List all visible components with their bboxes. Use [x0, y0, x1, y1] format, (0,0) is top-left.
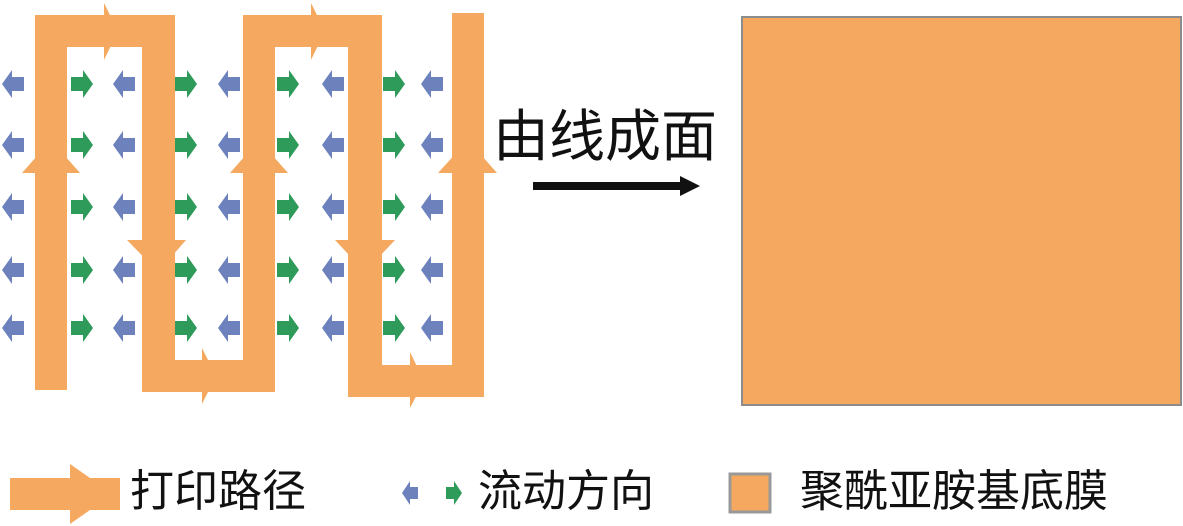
print-path-arrowhead	[230, 140, 288, 173]
transform-arrow-icon	[533, 176, 700, 196]
flow-arrow-left-icon	[421, 256, 443, 284]
flow-arrow-left-icon	[113, 314, 135, 342]
print-path-segment	[35, 15, 67, 390]
center-label: 由线成面	[493, 105, 717, 170]
print-path-segment	[243, 15, 275, 392]
flow-arrow-right-icon	[383, 256, 405, 284]
flow-arrow-right-icon	[277, 314, 299, 342]
flow-arrow-left-icon	[218, 256, 240, 284]
print-path-segment	[452, 13, 484, 397]
flow-arrow-right-icon	[175, 314, 197, 342]
legend-substrate-label: 聚酰亚胺基底膜	[800, 466, 1108, 517]
flow-arrow-left-icon	[218, 193, 240, 221]
legend-print-path-label: 打印路径	[130, 466, 306, 517]
flow-arrow-left-icon	[2, 70, 24, 98]
print-path-arrowhead	[22, 140, 80, 173]
flow-arrows-grid	[2, 70, 443, 342]
flow-arrow-left-icon	[421, 70, 443, 98]
flow-arrow-left-icon	[322, 70, 344, 98]
flow-arrow-left-icon	[2, 131, 24, 159]
flow-arrow-right-icon	[175, 193, 197, 221]
flow-arrow-right-icon	[383, 70, 405, 98]
polyimide-substrate	[741, 16, 1182, 406]
flow-arrow-right-icon	[71, 131, 93, 159]
flow-arrow-right-icon	[71, 256, 93, 284]
print-path-segment	[142, 15, 175, 392]
flow-arrow-right-icon	[277, 193, 299, 221]
flow-arrow-right-icon	[383, 193, 405, 221]
legend-substrate-icon	[728, 472, 772, 514]
flow-arrow-right-icon	[175, 70, 197, 98]
legend-flow-left-icon	[402, 481, 418, 505]
flow-arrow-left-icon	[421, 314, 443, 342]
flow-arrow-left-icon	[218, 131, 240, 159]
legend-flow-right-icon	[446, 481, 462, 505]
flow-arrow-left-icon	[421, 193, 443, 221]
flow-arrow-right-icon	[175, 256, 197, 284]
flow-arrow-right-icon	[277, 131, 299, 159]
flow-arrow-left-icon	[322, 314, 344, 342]
legend-print-path-icon	[10, 464, 120, 524]
flow-arrow-left-icon	[2, 256, 24, 284]
print-path-arrowhead	[104, 3, 118, 60]
flow-arrow-left-icon	[322, 256, 344, 284]
flow-arrow-right-icon	[71, 70, 93, 98]
flow-arrow-right-icon	[175, 131, 197, 159]
print-path-arrowhead	[438, 140, 497, 173]
flow-arrow-left-icon	[113, 70, 135, 98]
print-path-arrowhead	[311, 3, 325, 60]
flow-arrow-left-icon	[113, 131, 135, 159]
flow-arrow-left-icon	[113, 193, 135, 221]
flow-arrow-right-icon	[71, 314, 93, 342]
flow-arrow-right-icon	[71, 193, 93, 221]
flow-arrow-left-icon	[2, 314, 24, 342]
flow-arrow-left-icon	[421, 131, 443, 159]
flow-arrow-left-icon	[218, 70, 240, 98]
serpentine-print-path	[22, 3, 497, 408]
print-path-arrowhead	[202, 348, 216, 404]
flow-arrow-right-icon	[277, 70, 299, 98]
flow-arrow-left-icon	[218, 314, 240, 342]
flow-arrow-right-icon	[383, 131, 405, 159]
flow-arrow-left-icon	[2, 193, 24, 221]
print-path-arrowhead	[127, 240, 186, 272]
flow-arrow-left-icon	[322, 193, 344, 221]
flow-arrow-right-icon	[383, 314, 405, 342]
legend-flow-direction-label: 流动方向	[478, 466, 654, 517]
flow-arrow-right-icon	[277, 256, 299, 284]
print-path-segment	[348, 15, 382, 397]
flow-arrow-left-icon	[113, 256, 135, 284]
print-path-arrowhead	[410, 352, 424, 408]
print-path-arrowhead	[335, 240, 395, 272]
flow-arrow-left-icon	[322, 131, 344, 159]
